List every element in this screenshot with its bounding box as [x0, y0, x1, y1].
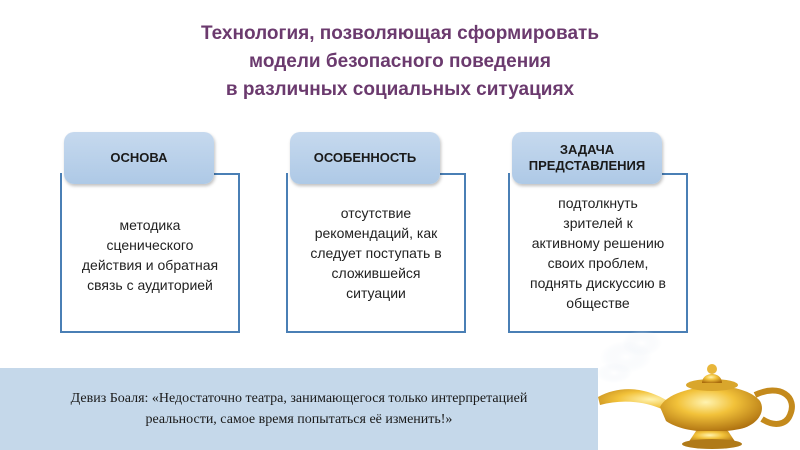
card-osobennost: отсутствие рекомендаций, как следует пос… [286, 132, 466, 333]
motto-box: Девиз Боаля: «Недостаточно театра, заним… [0, 368, 598, 450]
card-osnova-text: методика сценического действия и обратна… [81, 217, 219, 293]
page-title: Технология, позволяющая сформировать мод… [0, 20, 800, 104]
title-line-2: модели безопасного поведения [249, 51, 551, 72]
card-zadacha-top-border [662, 173, 688, 175]
card-osnova-body: методика сценического действия и обратна… [60, 173, 240, 333]
card-zadacha: подтолкнуть зрителей к активному решению… [508, 132, 688, 333]
card-zadacha-text: подтолкнуть зрителей к активному решению… [530, 195, 666, 311]
motto-line-1: Девиз Боаля: «Недостаточно театра, заним… [70, 391, 528, 406]
card-osobennost-top-border [440, 173, 466, 175]
title-line-3: в различных социальных ситуациях [225, 79, 575, 100]
motto-line-2: реальности, самое время попытаться её из… [145, 412, 453, 427]
card-osobennost-text: отсутствие рекомендаций, как следует пос… [310, 205, 442, 301]
card-osobennost-body: отсутствие рекомендаций, как следует пос… [286, 173, 466, 333]
card-osnova: методика сценического действия и обратна… [60, 132, 240, 333]
card-osnova-heading: ОСНОВА [64, 132, 214, 184]
title-line-1: Технология, позволяющая сформировать [200, 23, 600, 44]
card-zadacha-heading-line-2: ПРЕДСТАВЛЕНИЯ [528, 158, 646, 173]
card-zadacha-body: подтолкнуть зрителей к активному решению… [508, 173, 688, 333]
card-zadacha-heading: ЗАДАЧА ПРЕДСТАВЛЕНИЯ [512, 132, 662, 184]
card-osobennost-heading: ОСОБЕННОСТЬ [290, 132, 440, 184]
card-zadacha-heading-line-1: ЗАДАЧА [559, 142, 615, 157]
card-osnova-top-border [214, 173, 240, 175]
magic-lamp-icon [596, 330, 795, 449]
